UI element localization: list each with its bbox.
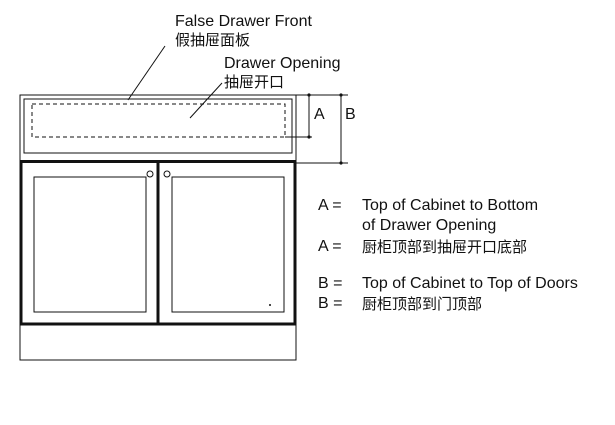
legend-a-text-line2: of Drawer Opening [362,217,497,234]
legend-b-prefix-zh: B = [318,295,343,312]
right-door-knob [163,170,171,178]
legend-b-text: Top of Cabinet to Top of Doors [362,275,578,292]
legend-a-prefix-zh: A = [318,238,342,255]
drawer-opening-label-zh: 抽屉开口 [224,74,285,91]
legend-a-text-line1: Top of Cabinet to Bottom [362,197,539,214]
drawer-opening-dashed [31,103,286,138]
legend-b-prefix: B = [318,275,343,292]
left-door-panel [33,176,147,313]
dimension-a-top-dot [307,93,311,97]
panel-dot [269,304,271,306]
left-door-knob [146,170,154,178]
false-drawer-front-panel [23,98,293,154]
legend-a-prefix: A = [318,197,342,214]
right-door-panel [171,176,285,313]
dimension-b-top-dot [339,93,343,97]
false-drawer-front-label-zh: 假抽屉面板 [175,32,251,49]
dimension-b-label: B [345,106,356,123]
legend-b-text-zh: 厨柜顶部到门顶部 [362,296,483,313]
legend-a-text-zh: 厨柜顶部到抽屉开口底部 [362,239,528,256]
false-front-leader [127,45,166,101]
dimension-a-label: A [314,106,325,123]
dimension-a-bottom-dot [307,135,311,139]
dimension-b-bottom-dot [339,161,343,165]
drawer-opening-leader [189,82,223,119]
false-drawer-front-label: False Drawer Front [175,13,312,30]
drawer-opening-label: Drawer Opening [224,55,341,72]
